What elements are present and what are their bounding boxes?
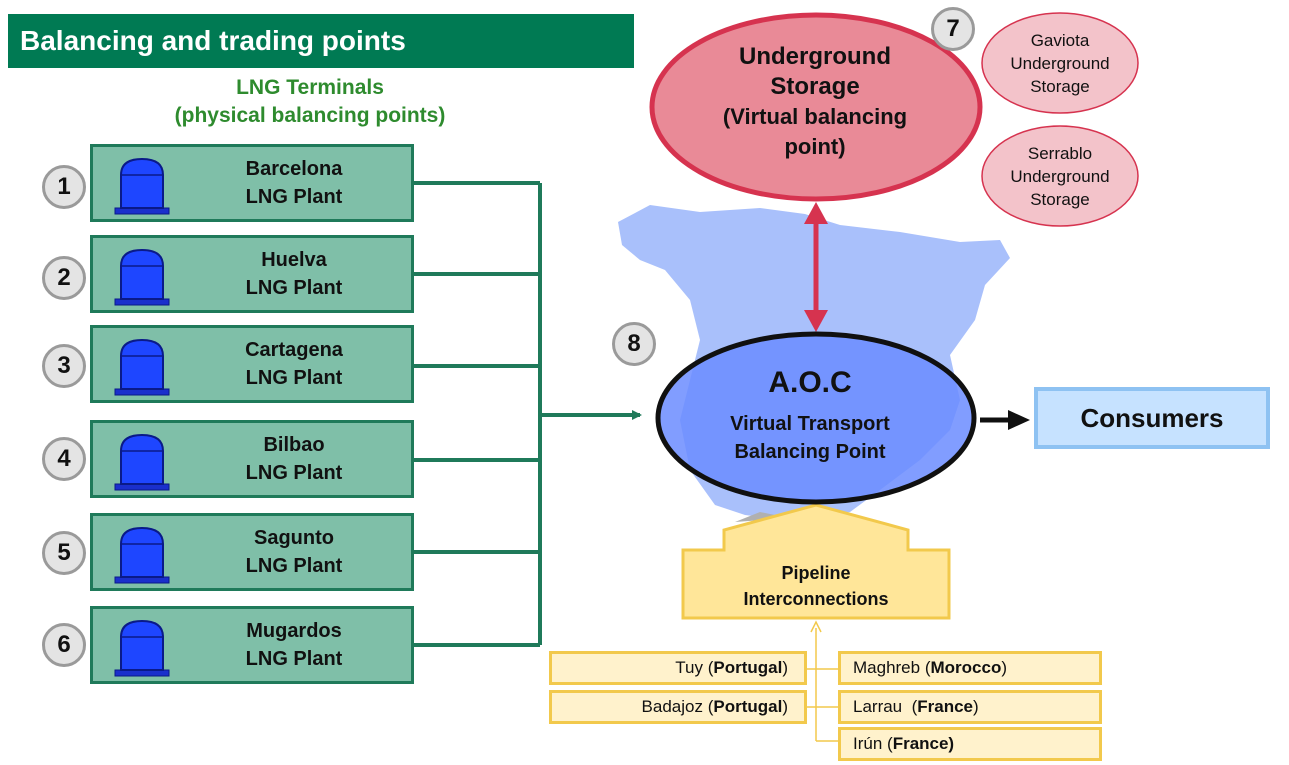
badge-2: 2: [42, 256, 86, 300]
interconnection-badajoz: Badajoz (Portugal): [549, 690, 807, 724]
ic-country: France: [917, 697, 973, 716]
ic-close: ): [973, 697, 979, 716]
ic-close: ): [1001, 658, 1007, 677]
page-title: Balancing and trading points: [8, 14, 634, 68]
lng-tank-icon: [114, 248, 170, 306]
plant-type: LNG Plant: [245, 648, 343, 670]
gaviota-line2: Underground: [1010, 54, 1110, 73]
plant-box-cartagena: Cartagena LNG Plant: [90, 325, 414, 403]
plant-name: Sagunto: [254, 527, 334, 549]
ic-close: ): [782, 697, 788, 716]
ic-place: Badajoz (: [641, 697, 714, 716]
storage-line1: Underground: [739, 43, 891, 70]
lng-tank-icon: [114, 526, 170, 584]
gaviota-line3: Storage: [1030, 77, 1090, 96]
lng-tank-icon: [114, 433, 170, 491]
consumers-box: Consumers: [1034, 387, 1270, 449]
underground-storage-ellipse: [649, 12, 983, 202]
pipeline-label: Pipeline Interconnections: [683, 560, 949, 612]
gibraltar-grey: [735, 512, 790, 522]
lng-tank-icon: [114, 157, 170, 215]
badge-5: 5: [42, 531, 86, 575]
serrablo-line3: Storage: [1030, 190, 1090, 209]
plant-type: LNG Plant: [245, 462, 343, 484]
badge-6: 6: [42, 623, 86, 667]
interconnection-irun: Irún (France): [838, 727, 1102, 761]
plant-type: LNG Plant: [245, 367, 343, 389]
plant-box-bilbao: Bilbao LNG Plant: [90, 420, 414, 498]
pipeline-line2: Interconnections: [743, 589, 889, 609]
ic-country: Portugal: [713, 697, 783, 716]
gaviota-ellipse: [981, 12, 1139, 114]
ic-place: Larrau (: [853, 697, 918, 716]
aoc-line2: Balancing Point: [734, 441, 886, 463]
ic-country: Portugal: [713, 658, 783, 677]
plant-type: LNG Plant: [245, 277, 343, 299]
aoc-ellipse: [655, 331, 977, 505]
lng-heading-line2: (physical balancing points): [174, 104, 446, 127]
plant-type: LNG Plant: [245, 186, 343, 208]
serrablo-ellipse: [981, 125, 1139, 227]
aoc-title: A.O.C: [768, 366, 852, 399]
lng-tank-icon: [114, 619, 170, 677]
interconnection-larrau: Larrau (France): [838, 690, 1102, 724]
plant-box-sagunto: Sagunto LNG Plant: [90, 513, 414, 591]
plant-box-barcelona: Barcelona LNG Plant: [90, 144, 414, 222]
gaviota-line1: Gaviota: [1030, 31, 1090, 50]
ic-country: France): [892, 734, 955, 753]
ic-place: Tuy (: [675, 658, 714, 677]
storage-line4: point): [784, 134, 846, 159]
plant-type: LNG Plant: [245, 555, 343, 577]
badge-3: 3: [42, 344, 86, 388]
plant-box-huelva: Huelva LNG Plant: [90, 235, 414, 313]
storage-aoc-arrow: [804, 202, 828, 332]
interconnection-tuy: Tuy (Portugal): [549, 651, 807, 685]
storage-line2: Storage: [770, 73, 860, 100]
ic-place: Irún (: [853, 734, 893, 753]
serrablo-storage-label: Serrablo Underground Storage: [990, 142, 1130, 211]
lng-tank-icon: [114, 338, 170, 396]
plant-name: Cartagena: [245, 339, 343, 361]
badge-8: 8: [612, 322, 656, 366]
lng-terminals-heading: LNG Terminals (physical balancing points…: [120, 74, 500, 130]
plant-name: Huelva: [261, 249, 327, 271]
badge-1: 1: [42, 165, 86, 209]
serrablo-line1: Serrablo: [1027, 144, 1093, 163]
lng-heading-line1: LNG Terminals: [236, 76, 384, 99]
plant-name: Barcelona: [245, 158, 343, 180]
ic-country: Morocco: [930, 658, 1002, 677]
plant-name: Bilbao: [263, 434, 325, 456]
underground-storage-label: Underground Storage (Virtual balancing p…: [680, 42, 950, 162]
badge-4: 4: [42, 437, 86, 481]
interconnection-maghreb: Maghreb (Morocco): [838, 651, 1102, 685]
lng-connectors: [414, 181, 642, 647]
pipeline-arrow: [681, 503, 951, 620]
storage-line3: (Virtual balancing: [722, 104, 908, 129]
gaviota-storage-label: Gaviota Underground Storage: [990, 29, 1130, 98]
interconnection-lines: [807, 620, 838, 742]
plant-box-mugardos: Mugardos LNG Plant: [90, 606, 414, 684]
ic-place: Maghreb (: [853, 658, 931, 677]
serrablo-line2: Underground: [1010, 167, 1110, 186]
badge-7: 7: [931, 7, 975, 51]
plant-name: Mugardos: [246, 620, 342, 642]
ic-close: ): [782, 658, 788, 677]
consumers-arrow: [980, 410, 1030, 430]
pipeline-line1: Pipeline: [781, 563, 851, 583]
aoc-line1: Virtual Transport: [730, 413, 890, 435]
